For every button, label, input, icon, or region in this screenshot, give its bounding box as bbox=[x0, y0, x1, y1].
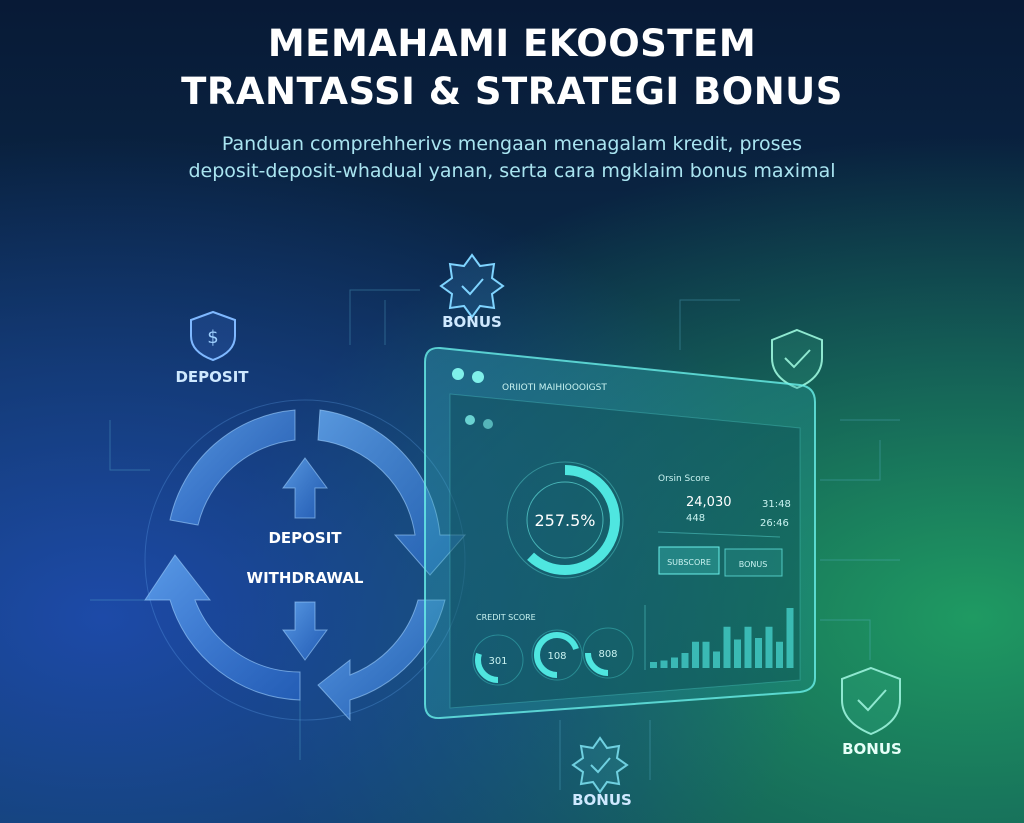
bar bbox=[660, 660, 668, 668]
small-gauge: 301 bbox=[472, 634, 524, 686]
score-value: 24,030 bbox=[686, 495, 732, 510]
small-gauge: 808 bbox=[582, 627, 634, 679]
bar bbox=[713, 651, 720, 668]
small-gauge-ring bbox=[585, 630, 631, 676]
main-gauge-value: 257.5% bbox=[534, 511, 595, 530]
subscore-button-label: SUBSCORE bbox=[667, 558, 711, 567]
bar bbox=[786, 608, 794, 668]
bar bbox=[776, 641, 783, 668]
bar bbox=[702, 641, 710, 668]
arrow-up-icon bbox=[282, 457, 328, 519]
cycle-label-deposit: DEPOSIT bbox=[268, 529, 342, 547]
bar bbox=[671, 657, 678, 668]
bonus-right-label: BONUS bbox=[842, 740, 902, 758]
small-gauge-value: 808 bbox=[598, 649, 617, 660]
main-gauge-ring bbox=[510, 465, 620, 575]
shield-check-icon bbox=[841, 666, 901, 736]
svg-text:$: $ bbox=[207, 327, 218, 348]
bar bbox=[692, 641, 699, 668]
cycle-label-withdrawal: WITHDRAWAL bbox=[247, 569, 364, 587]
shield-check-icon bbox=[771, 328, 823, 390]
window-dot-icon bbox=[472, 371, 484, 383]
small-gauge-ring bbox=[534, 632, 580, 678]
side-value-1: 31:48 bbox=[762, 499, 791, 510]
score-title: Orsin Score bbox=[658, 474, 710, 484]
star-check-badge-icon bbox=[571, 736, 629, 794]
circuit-lines bbox=[90, 289, 900, 790]
bar bbox=[765, 626, 773, 668]
title-line-1: MEMAHAMI EKOOSTEM bbox=[267, 22, 757, 65]
window-dot-icon bbox=[452, 368, 464, 380]
arrow-down-icon bbox=[282, 601, 328, 661]
bar bbox=[723, 626, 731, 668]
bonus-bottom-label: BONUS bbox=[572, 791, 632, 809]
small-gauge: 108 bbox=[531, 629, 583, 681]
bar bbox=[650, 662, 657, 668]
small-gauge-ring bbox=[475, 637, 521, 683]
subtitle-line-1: Panduan comprehherivs mengaan menagalam … bbox=[221, 133, 803, 155]
credit-score-title: CREDIT SCORE bbox=[476, 613, 536, 622]
bar bbox=[734, 639, 741, 668]
small-gauge-value: 301 bbox=[488, 656, 507, 667]
star-check-badge-icon bbox=[439, 253, 505, 319]
deposit-icon-label: DEPOSIT bbox=[175, 368, 249, 386]
bar bbox=[681, 653, 689, 668]
bonus-top-label: BONUS bbox=[442, 313, 502, 331]
bar bbox=[744, 626, 752, 668]
cycle-arrow-bottom-left bbox=[144, 554, 301, 701]
score-sub: 448 bbox=[686, 513, 705, 524]
dashboard-panel: ORIIOTI MAIHIOOOIGST 257.5% Orsin Score … bbox=[424, 346, 816, 720]
subscore-button[interactable]: SUBSCORE bbox=[658, 546, 720, 575]
bar bbox=[755, 638, 762, 668]
title-line-2: TRANTASSI & STRATEGI BONUS bbox=[181, 70, 843, 113]
deposit-withdrawal-cycle: DEPOSIT WITHDRAWAL bbox=[144, 399, 467, 722]
bonus-button[interactable]: BONUS bbox=[724, 548, 783, 577]
small-gauge-value: 108 bbox=[547, 651, 566, 662]
bonus-button-label: BONUS bbox=[739, 560, 768, 569]
side-value-2: 26:46 bbox=[760, 518, 789, 529]
panel-title: ORIIOTI MAIHIOOOIGST bbox=[502, 383, 607, 393]
shield-dollar-icon: $ bbox=[190, 310, 236, 362]
subtitle-line-2: deposit-deposit-whadual yanan, serta car… bbox=[188, 160, 836, 182]
cycle-arrow-top-left bbox=[169, 409, 296, 526]
